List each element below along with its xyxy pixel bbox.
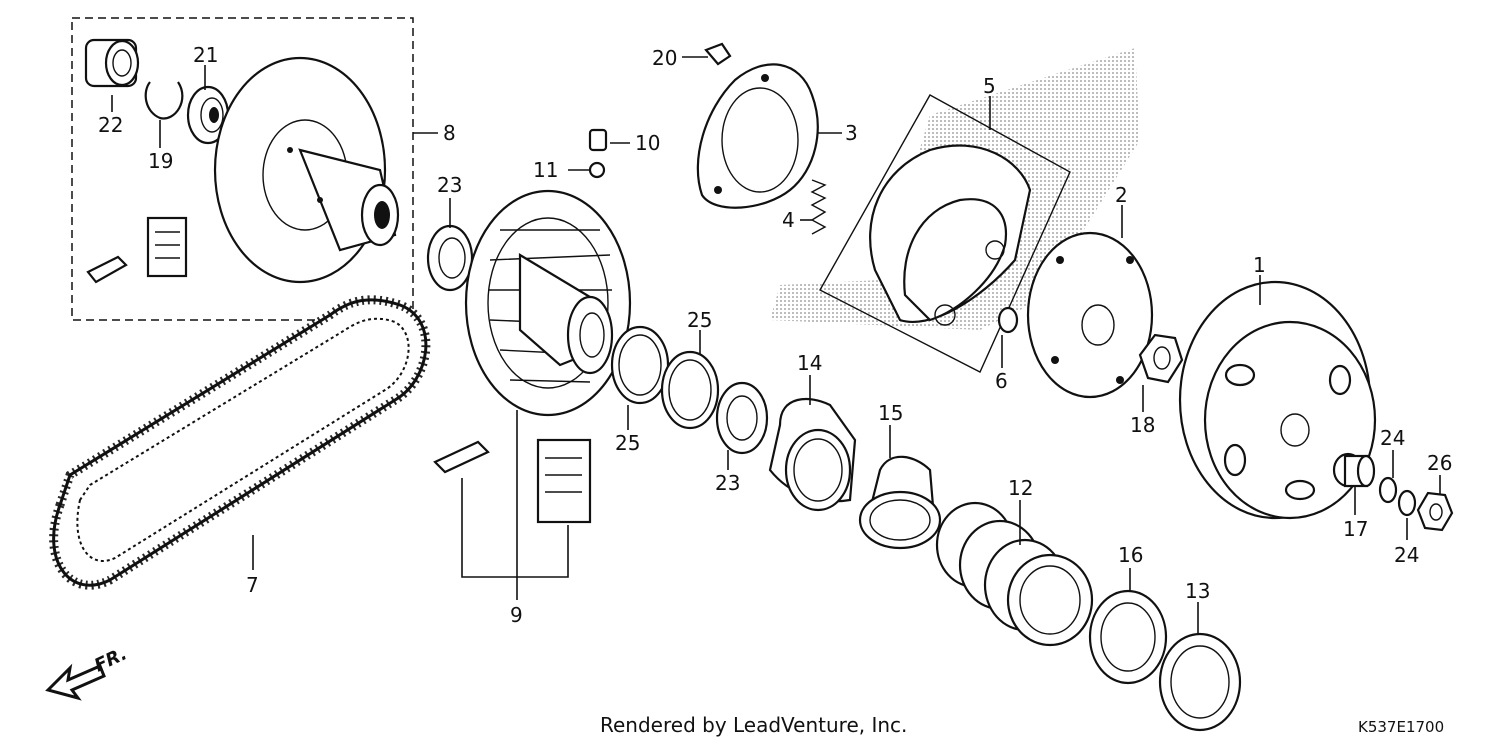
callout-17[interactable]: 17 bbox=[1343, 517, 1368, 541]
callout-8[interactable]: 8 bbox=[443, 121, 456, 145]
callout-23-left[interactable]: 23 bbox=[437, 173, 462, 197]
callout-26[interactable]: 26 bbox=[1427, 451, 1452, 475]
callout-24-bottom[interactable]: 24 bbox=[1394, 543, 1419, 567]
instruction-label bbox=[146, 216, 188, 278]
ring-25-a[interactable] bbox=[610, 325, 670, 405]
callout-5[interactable]: 5 bbox=[983, 74, 996, 98]
callout-13[interactable]: 13 bbox=[1185, 579, 1210, 603]
callout-22[interactable]: 22 bbox=[98, 113, 123, 137]
bolt-10[interactable] bbox=[588, 128, 608, 152]
callout-25-top[interactable]: 25 bbox=[687, 308, 712, 332]
callout-15[interactable]: 15 bbox=[878, 401, 903, 425]
callout-16[interactable]: 16 bbox=[1118, 543, 1143, 567]
clutch-plate-3[interactable] bbox=[696, 63, 819, 209]
seal-collar-15[interactable] bbox=[858, 455, 942, 550]
callout-4[interactable]: 4 bbox=[782, 208, 795, 232]
instruction-label-9 bbox=[536, 438, 592, 524]
driven-spring-12[interactable] bbox=[935, 501, 1094, 647]
callout-23-right[interactable]: 23 bbox=[715, 471, 740, 495]
clutch-outer-1[interactable] bbox=[1178, 280, 1377, 520]
collar-17[interactable] bbox=[1332, 452, 1376, 488]
callout-2[interactable]: 2 bbox=[1115, 183, 1128, 207]
o-ring-24-a[interactable] bbox=[1378, 476, 1398, 504]
callout-11[interactable]: 11 bbox=[533, 158, 558, 182]
circlip-19[interactable] bbox=[144, 81, 184, 120]
nut-26[interactable] bbox=[1416, 491, 1454, 532]
guide-pin[interactable] bbox=[86, 255, 128, 284]
spring-4[interactable] bbox=[810, 179, 827, 235]
spring-seat-16[interactable] bbox=[1088, 589, 1168, 685]
callout-1[interactable]: 1 bbox=[1253, 253, 1266, 277]
callout-12[interactable]: 12 bbox=[1008, 476, 1033, 500]
oil-seal-23-left[interactable] bbox=[426, 224, 474, 292]
callout-7[interactable]: 7 bbox=[246, 573, 259, 597]
callout-6[interactable]: 6 bbox=[995, 369, 1008, 393]
callout-24-top[interactable]: 24 bbox=[1380, 426, 1405, 450]
collar-14[interactable] bbox=[768, 397, 857, 512]
callout-numbers: 1 2 3 4 5 6 7 8 9 10 11 12 13 14 15 16 1… bbox=[98, 43, 1452, 627]
leader-lines bbox=[111, 56, 1441, 635]
washer-13[interactable] bbox=[1158, 632, 1242, 732]
driven-pulley-face-9[interactable] bbox=[464, 189, 632, 417]
clutch-shoe-5[interactable] bbox=[819, 94, 1071, 373]
callout-19[interactable]: 19 bbox=[148, 149, 173, 173]
oil-seal-23-right[interactable] bbox=[715, 381, 769, 455]
callout-18[interactable]: 18 bbox=[1130, 413, 1155, 437]
drive-belt-7[interactable] bbox=[49, 295, 431, 590]
callout-3[interactable]: 3 bbox=[845, 121, 858, 145]
clip-20[interactable] bbox=[704, 42, 732, 66]
front-arrow-icon bbox=[45, 663, 106, 701]
callout-25-left[interactable]: 25 bbox=[615, 431, 640, 455]
callout-14[interactable]: 14 bbox=[797, 351, 822, 375]
callout-9[interactable]: 9 bbox=[510, 603, 523, 627]
diagram-ref-code: K537E1700 bbox=[1358, 718, 1444, 736]
needle-bearing-22[interactable] bbox=[84, 38, 140, 88]
o-ring-24-b[interactable] bbox=[1397, 489, 1417, 517]
front-direction-marker: FR. bbox=[45, 643, 130, 701]
drive-plate-2[interactable] bbox=[1026, 231, 1154, 399]
ring-25-b[interactable] bbox=[660, 350, 720, 430]
washer-11[interactable] bbox=[588, 161, 606, 179]
callout-10[interactable]: 10 bbox=[635, 131, 660, 155]
callout-20[interactable]: 20 bbox=[652, 46, 677, 70]
footer-credit: Rendered by LeadVenture, Inc. bbox=[600, 713, 907, 737]
front-label: FR. bbox=[91, 643, 130, 676]
bearing-21[interactable] bbox=[186, 85, 230, 145]
driven-face-8[interactable] bbox=[213, 56, 400, 284]
assembly-group-8 bbox=[71, 17, 414, 321]
nut-18[interactable] bbox=[1138, 333, 1184, 384]
guide-pin-9[interactable] bbox=[433, 440, 490, 474]
callout-21[interactable]: 21 bbox=[193, 43, 218, 67]
washer-6[interactable] bbox=[997, 306, 1019, 334]
